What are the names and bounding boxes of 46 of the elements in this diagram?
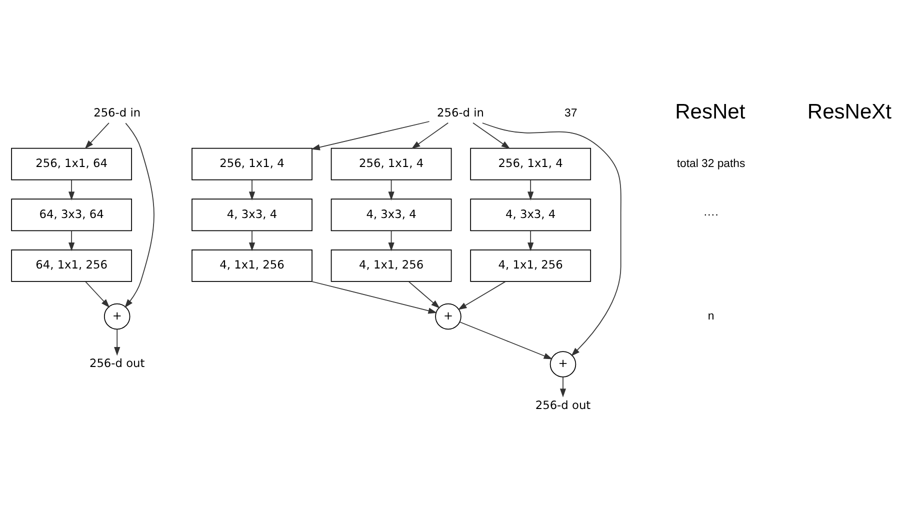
node-text: 256-d in <box>436 105 484 120</box>
arrow <box>388 180 394 200</box>
node-box: 4, 3x3, 4 <box>470 198 592 232</box>
arrow <box>388 230 394 252</box>
arrow <box>114 328 120 356</box>
node-text: 256-d in <box>94 105 141 120</box>
node-text: 256-d out <box>89 356 145 370</box>
arrow <box>311 121 430 150</box>
arrow <box>248 230 256 252</box>
node-box: 256, 1x1, 4 <box>470 148 592 180</box>
label: n <box>708 310 714 322</box>
label: ResNet <box>675 100 746 124</box>
label: ResNeXt <box>807 100 892 124</box>
label: ···· <box>703 208 719 221</box>
arrow <box>528 230 534 252</box>
node-box: 4, 1x1, 256 <box>470 250 592 282</box>
label: 37 <box>564 107 578 120</box>
arrow <box>248 180 256 200</box>
node-circle: + <box>104 303 130 330</box>
arrow <box>84 122 110 149</box>
node-circle: + <box>550 351 576 378</box>
label: total 32 paths <box>676 158 746 170</box>
node-box: 4, 1x1, 256 <box>192 250 312 282</box>
arrow <box>85 281 110 308</box>
node-text: 256-d out <box>535 398 591 412</box>
arrow <box>472 122 510 149</box>
arrow <box>458 281 506 310</box>
arrow <box>528 180 534 200</box>
arrow <box>482 122 622 356</box>
arrow <box>560 376 566 398</box>
node-box: 256, 1x1, 4 <box>330 148 452 180</box>
arrow <box>124 122 154 308</box>
node-box: 4, 3x3, 4 <box>330 198 452 232</box>
arrow <box>68 230 75 252</box>
arrow <box>311 281 438 314</box>
node-box: 4, 3x3, 4 <box>192 198 312 232</box>
arrow <box>408 281 440 308</box>
arrow <box>460 322 553 360</box>
arrow <box>68 180 75 200</box>
node-box: 256, 1x1, 4 <box>192 148 312 180</box>
arrow <box>411 122 449 149</box>
node-box: 256, 1x1, 64 <box>11 148 132 180</box>
node-box: 4, 1x1, 256 <box>330 250 452 282</box>
node-circle: + <box>435 303 462 330</box>
node-box: 64, 1x1, 256 <box>11 250 132 282</box>
node-box: 64, 3x3, 64 <box>11 198 132 232</box>
